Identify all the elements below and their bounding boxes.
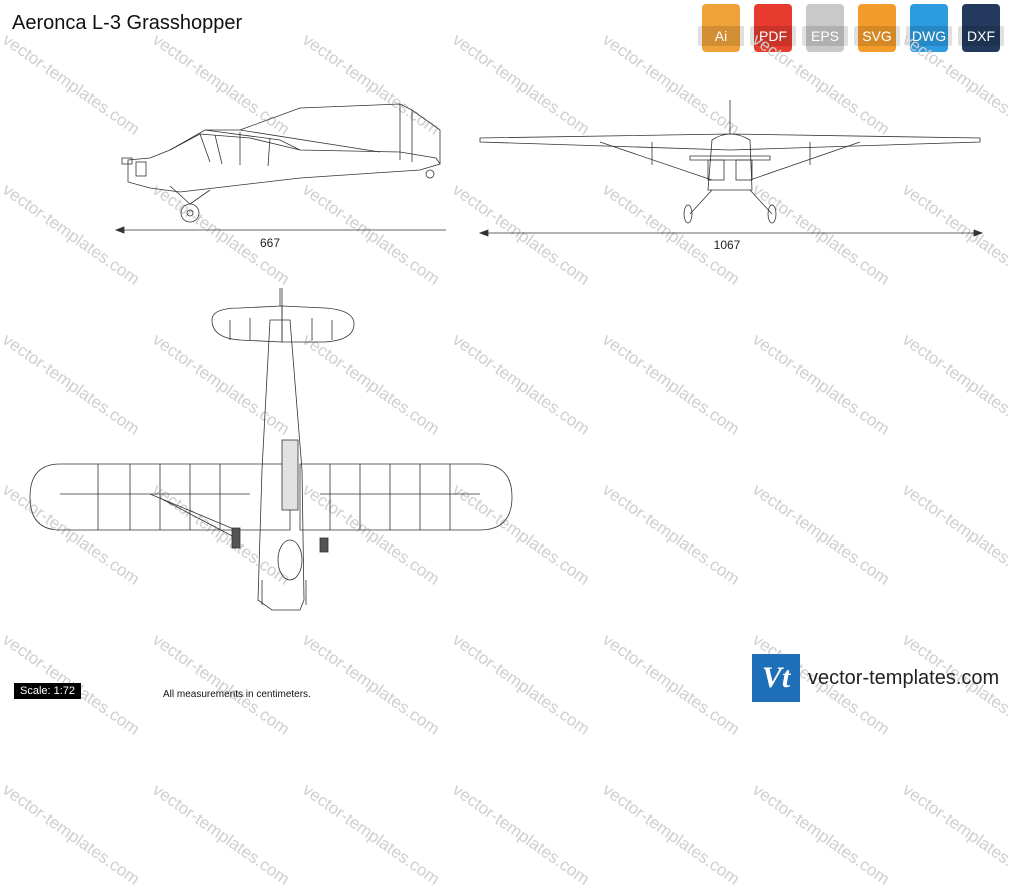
format-label: DXF: [958, 26, 1004, 46]
format-label: EPS: [802, 26, 848, 46]
watermark-text: vector-templates.com: [449, 780, 594, 889]
front-view: [479, 100, 981, 224]
watermark-text: vector-templates.com: [299, 780, 444, 889]
brand-link[interactable]: Vt vector-templates.com: [752, 654, 999, 702]
page-title: Aeronca L-3 Grasshopper: [12, 12, 243, 34]
format-label: Ai: [698, 26, 744, 46]
file-icon: [858, 4, 896, 52]
file-icon: [806, 4, 844, 52]
format-label: SVG: [854, 26, 900, 46]
format-ai-button[interactable]: Ai: [698, 4, 744, 52]
format-label: PDF: [750, 26, 796, 46]
format-eps-button[interactable]: EPS: [802, 4, 848, 52]
side-view: [121, 103, 441, 223]
format-label: DWG: [906, 26, 952, 46]
file-icon: [962, 4, 1000, 52]
watermark-text: vector-templates.com: [599, 780, 744, 889]
measurement-note: All measurements in centimeters.: [163, 689, 311, 700]
watermark-text: vector-templates.com: [899, 780, 1010, 889]
file-icon: [754, 4, 792, 52]
side-length-label: 667: [260, 236, 280, 250]
front-span-label: 1067: [714, 238, 741, 252]
format-dwg-button[interactable]: DWG: [906, 4, 952, 52]
watermark-text: vector-templates.com: [149, 780, 294, 889]
brand-site-text: vector-templates.com: [808, 666, 1000, 689]
format-dxf-button[interactable]: DXF: [958, 4, 1004, 52]
scale-label: Scale: 1:72: [14, 683, 82, 699]
format-pdf-button[interactable]: PDF: [750, 4, 796, 52]
file-icon: [910, 4, 948, 52]
brand-logo-icon: Vt: [752, 654, 800, 702]
dimension-lines: [114, 226, 984, 237]
watermark-text: vector-templates.com: [749, 780, 894, 889]
watermark-text: vector-templates.com: [0, 780, 144, 889]
format-buttons: Ai PDF EPS SVG DWG DXF: [698, 4, 1004, 52]
file-icon: [702, 4, 740, 52]
aircraft-drawing: 667 1067: [29, 100, 984, 611]
format-svg-button[interactable]: SVG: [854, 4, 900, 52]
top-view: [29, 288, 513, 611]
